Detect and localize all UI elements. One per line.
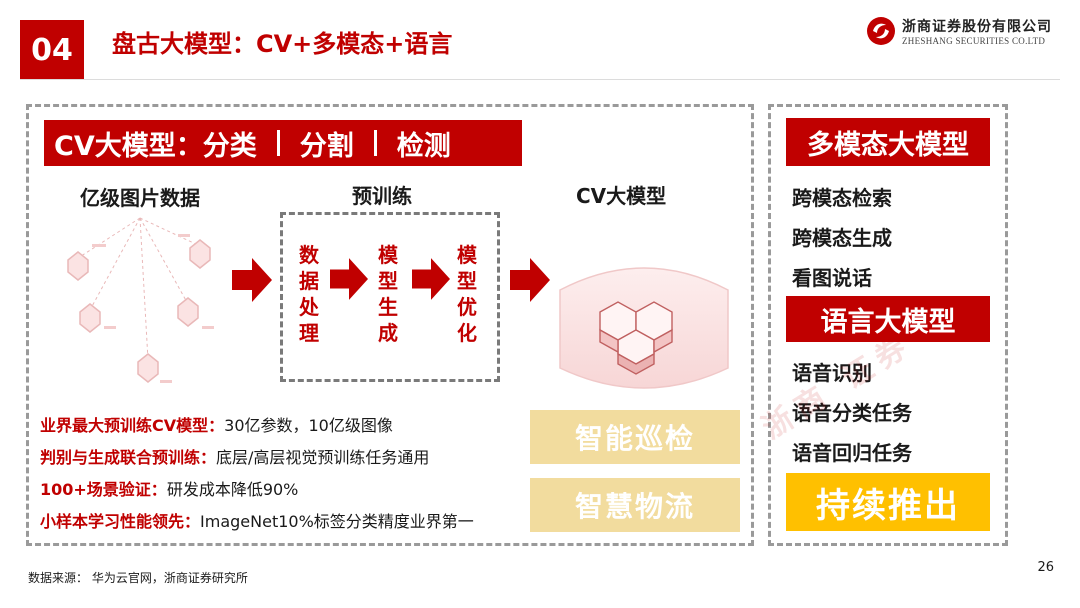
multimodal-item: 看图说话 — [792, 266, 872, 290]
page-title: 盘古大模型：CV+多模态+语言 — [112, 30, 453, 58]
logo-english-name: ZHESHANG SECURITIES CO.LTD — [902, 36, 1046, 46]
highlight-key: 业界最大预训练CV模型： — [40, 416, 225, 435]
cv-model-illustration — [559, 267, 729, 389]
highlight-item: 业界最大预训练CV模型：30亿参数，10亿级图像 — [40, 410, 474, 442]
flow-arrow-icon — [412, 258, 450, 300]
highlight-value: ImageNet10%标签分类精度业界第一 — [200, 512, 474, 531]
multimodal-banner: 多模态大模型 — [786, 118, 990, 166]
banner-separator — [373, 130, 377, 156]
banner-separator — [276, 130, 280, 156]
highlight-item: 判别与生成联合预训练：底层/高层视觉预训练任务通用 — [40, 442, 474, 474]
cv-banner-detect: 检测 — [396, 130, 451, 162]
data-source: 数据来源： 华为云官网，浙商证券研究所 — [28, 571, 248, 585]
multimodal-item: 跨模态生成 — [792, 226, 892, 250]
flow-arrow-icon — [232, 258, 272, 302]
title-divider — [20, 79, 1060, 80]
ongoing-launch-box: 持续推出 — [786, 473, 990, 531]
step-model-generation: 模型生成 — [378, 243, 398, 345]
logo-chinese-name: 浙商证券股份有限公司 — [902, 19, 1052, 35]
smart-inspection-box: 智能巡检 — [530, 410, 740, 464]
image-data-illustration — [67, 217, 214, 383]
multimodal-language-panel — [768, 104, 1008, 546]
language-item: 语音分类任务 — [792, 401, 912, 425]
highlight-key: 100+场景验证： — [40, 480, 167, 499]
language-item: 语音识别 — [792, 361, 872, 385]
highlight-item: 100+场景验证：研发成本降低90% — [40, 474, 474, 506]
highlight-key: 小样本学习性能领先： — [40, 512, 201, 531]
highlight-value: 底层/高层视觉预训练任务通用 — [216, 448, 430, 467]
pretrain-label: 预训练 — [352, 184, 412, 208]
multimodal-item: 跨模态检索 — [792, 186, 892, 210]
pretrain-process-box — [280, 212, 500, 382]
step-data-processing: 数据处理 — [299, 243, 319, 345]
smart-logistics-box: 智慧物流 — [530, 478, 740, 532]
step-model-optimization: 模型优化 — [457, 243, 477, 345]
logo-emblem-icon — [867, 17, 895, 45]
page-number: 26 — [1037, 560, 1054, 575]
flow-arrow-icon — [510, 258, 550, 302]
cv-banner-classify: CV大模型：分类 — [54, 130, 257, 162]
cv-panel — [26, 104, 754, 546]
data-label: 亿级图片数据 — [80, 186, 200, 210]
section-number-badge: 04 — [20, 20, 84, 80]
cv-model-banner: CV大模型：分类 分割 检测 — [44, 120, 522, 166]
cv-banner-segment: 分割 — [299, 130, 354, 162]
company-logo: 浙商证券股份有限公司 ZHESHANG SECURITIES CO.LTD — [866, 16, 1052, 46]
language-item: 语音回归任务 — [792, 441, 912, 465]
highlight-item: 小样本学习性能领先：ImageNet10%标签分类精度业界第一 — [40, 506, 474, 538]
highlight-key: 判别与生成联合预训练： — [40, 448, 217, 467]
cv-model-label: CV大模型 — [576, 184, 667, 208]
language-banner: 语言大模型 — [786, 296, 990, 342]
highlight-value: 30亿参数，10亿级图像 — [224, 416, 393, 435]
cv-highlights: 业界最大预训练CV模型：30亿参数，10亿级图像 判别与生成联合预训练：底层/高… — [40, 410, 474, 538]
highlight-value: 研发成本降低90% — [166, 480, 299, 499]
flow-arrow-icon — [330, 258, 368, 300]
